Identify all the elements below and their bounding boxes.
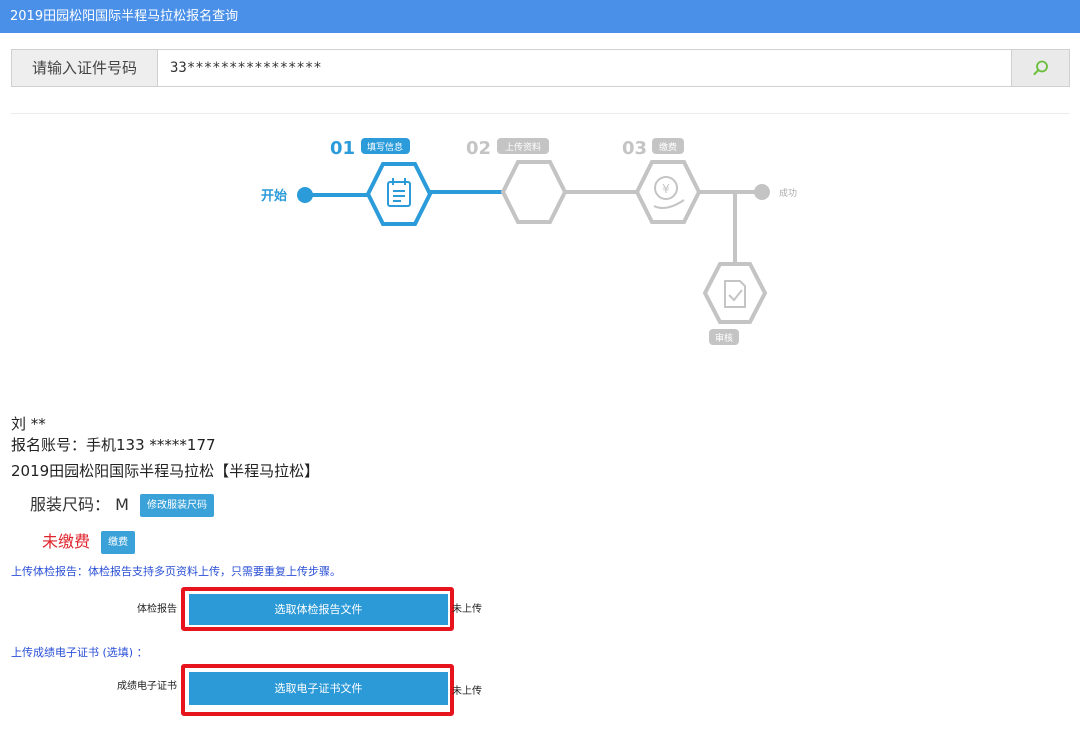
start-label: 开始 [261,188,287,204]
medical-upload-note: 上传体检报告：体检报告支持多页资料上传，只需要重复上传步骤。 [11,565,341,578]
step-3-tag: 缴费 [659,141,677,153]
modify-size-button[interactable]: 修改服装尺码 [140,494,215,517]
end-label: 成功 [779,187,797,199]
id-number-label: 请输入证件号码 [12,50,158,86]
step-1-tag: 填写信息 [367,141,403,153]
search-icon [1033,60,1048,75]
event-name: 2019田园松阳国际半程马拉松【半程马拉松】 [11,462,320,480]
cert-upload-note: 上传成绩电子证书 (选填) ： [11,646,148,659]
payment-status: 未缴费 [42,532,91,551]
step-3-tag-bg [652,138,684,154]
review-tag-bg [709,329,739,345]
highlight-box [181,587,454,631]
medical-report-label: 体检报告 [137,604,177,615]
start-dot [297,187,313,203]
size-value: M [115,495,129,514]
cert-upload-status: 未上传 [452,686,482,697]
size-label: 服装尺码： [30,495,111,514]
review-icon [724,280,746,308]
pay-button[interactable]: 缴费 [101,531,136,554]
registrant-name: 刘 ** [11,415,46,433]
step-2-number: 02 [466,138,491,159]
step-3-hexagon [634,160,702,224]
end-dot [754,184,770,200]
payment-icon: ¥ [653,176,685,209]
highlight-box [181,664,454,716]
step-1-hexagon [365,162,433,226]
form-icon [387,178,411,207]
cert-label: 成绩电子证书 [117,681,177,692]
pick-cert-button[interactable]: 选取电子证书文件 [189,672,448,705]
step-2-tag-bg [497,138,549,154]
header-bar: 2019田园松阳国际半程马拉松报名查询 [0,0,1080,33]
medical-upload-status: 未上传 [452,604,482,615]
search-button[interactable] [1011,50,1069,86]
review-hexagon [702,262,768,324]
svg-text:¥: ¥ [662,182,670,196]
divider [11,113,1070,114]
id-number-input[interactable] [170,57,1000,79]
medical-upload-row: 体检报告 选取体检报告文件 未上传 [0,587,520,631]
payment-row: 未缴费 缴费 [42,528,136,554]
search-bar: 请输入证件号码 [11,49,1070,87]
pick-medical-report-button[interactable]: 选取体检报告文件 [189,594,448,625]
review-tag: 审核 [715,332,733,344]
step-2-hexagon [500,160,568,224]
account-number: 报名账号：手机133 *****177 [11,436,216,454]
step-1-tag-bg [361,138,410,154]
step-2-tag: 上传资料 [505,141,541,153]
cert-upload-row: 成绩电子证书 选取电子证书文件 未上传 [0,664,520,716]
progress-steps: 开始 成功 01 填写信息 02 上传资料 03 缴费 ¥ [0,120,1080,360]
size-row: 服装尺码： M 修改服装尺码 [30,491,215,517]
step-1-number: 01 [330,138,355,159]
page-title: 2019田园松阳国际半程马拉松报名查询 [10,9,239,24]
step-3-number: 03 [622,138,647,159]
